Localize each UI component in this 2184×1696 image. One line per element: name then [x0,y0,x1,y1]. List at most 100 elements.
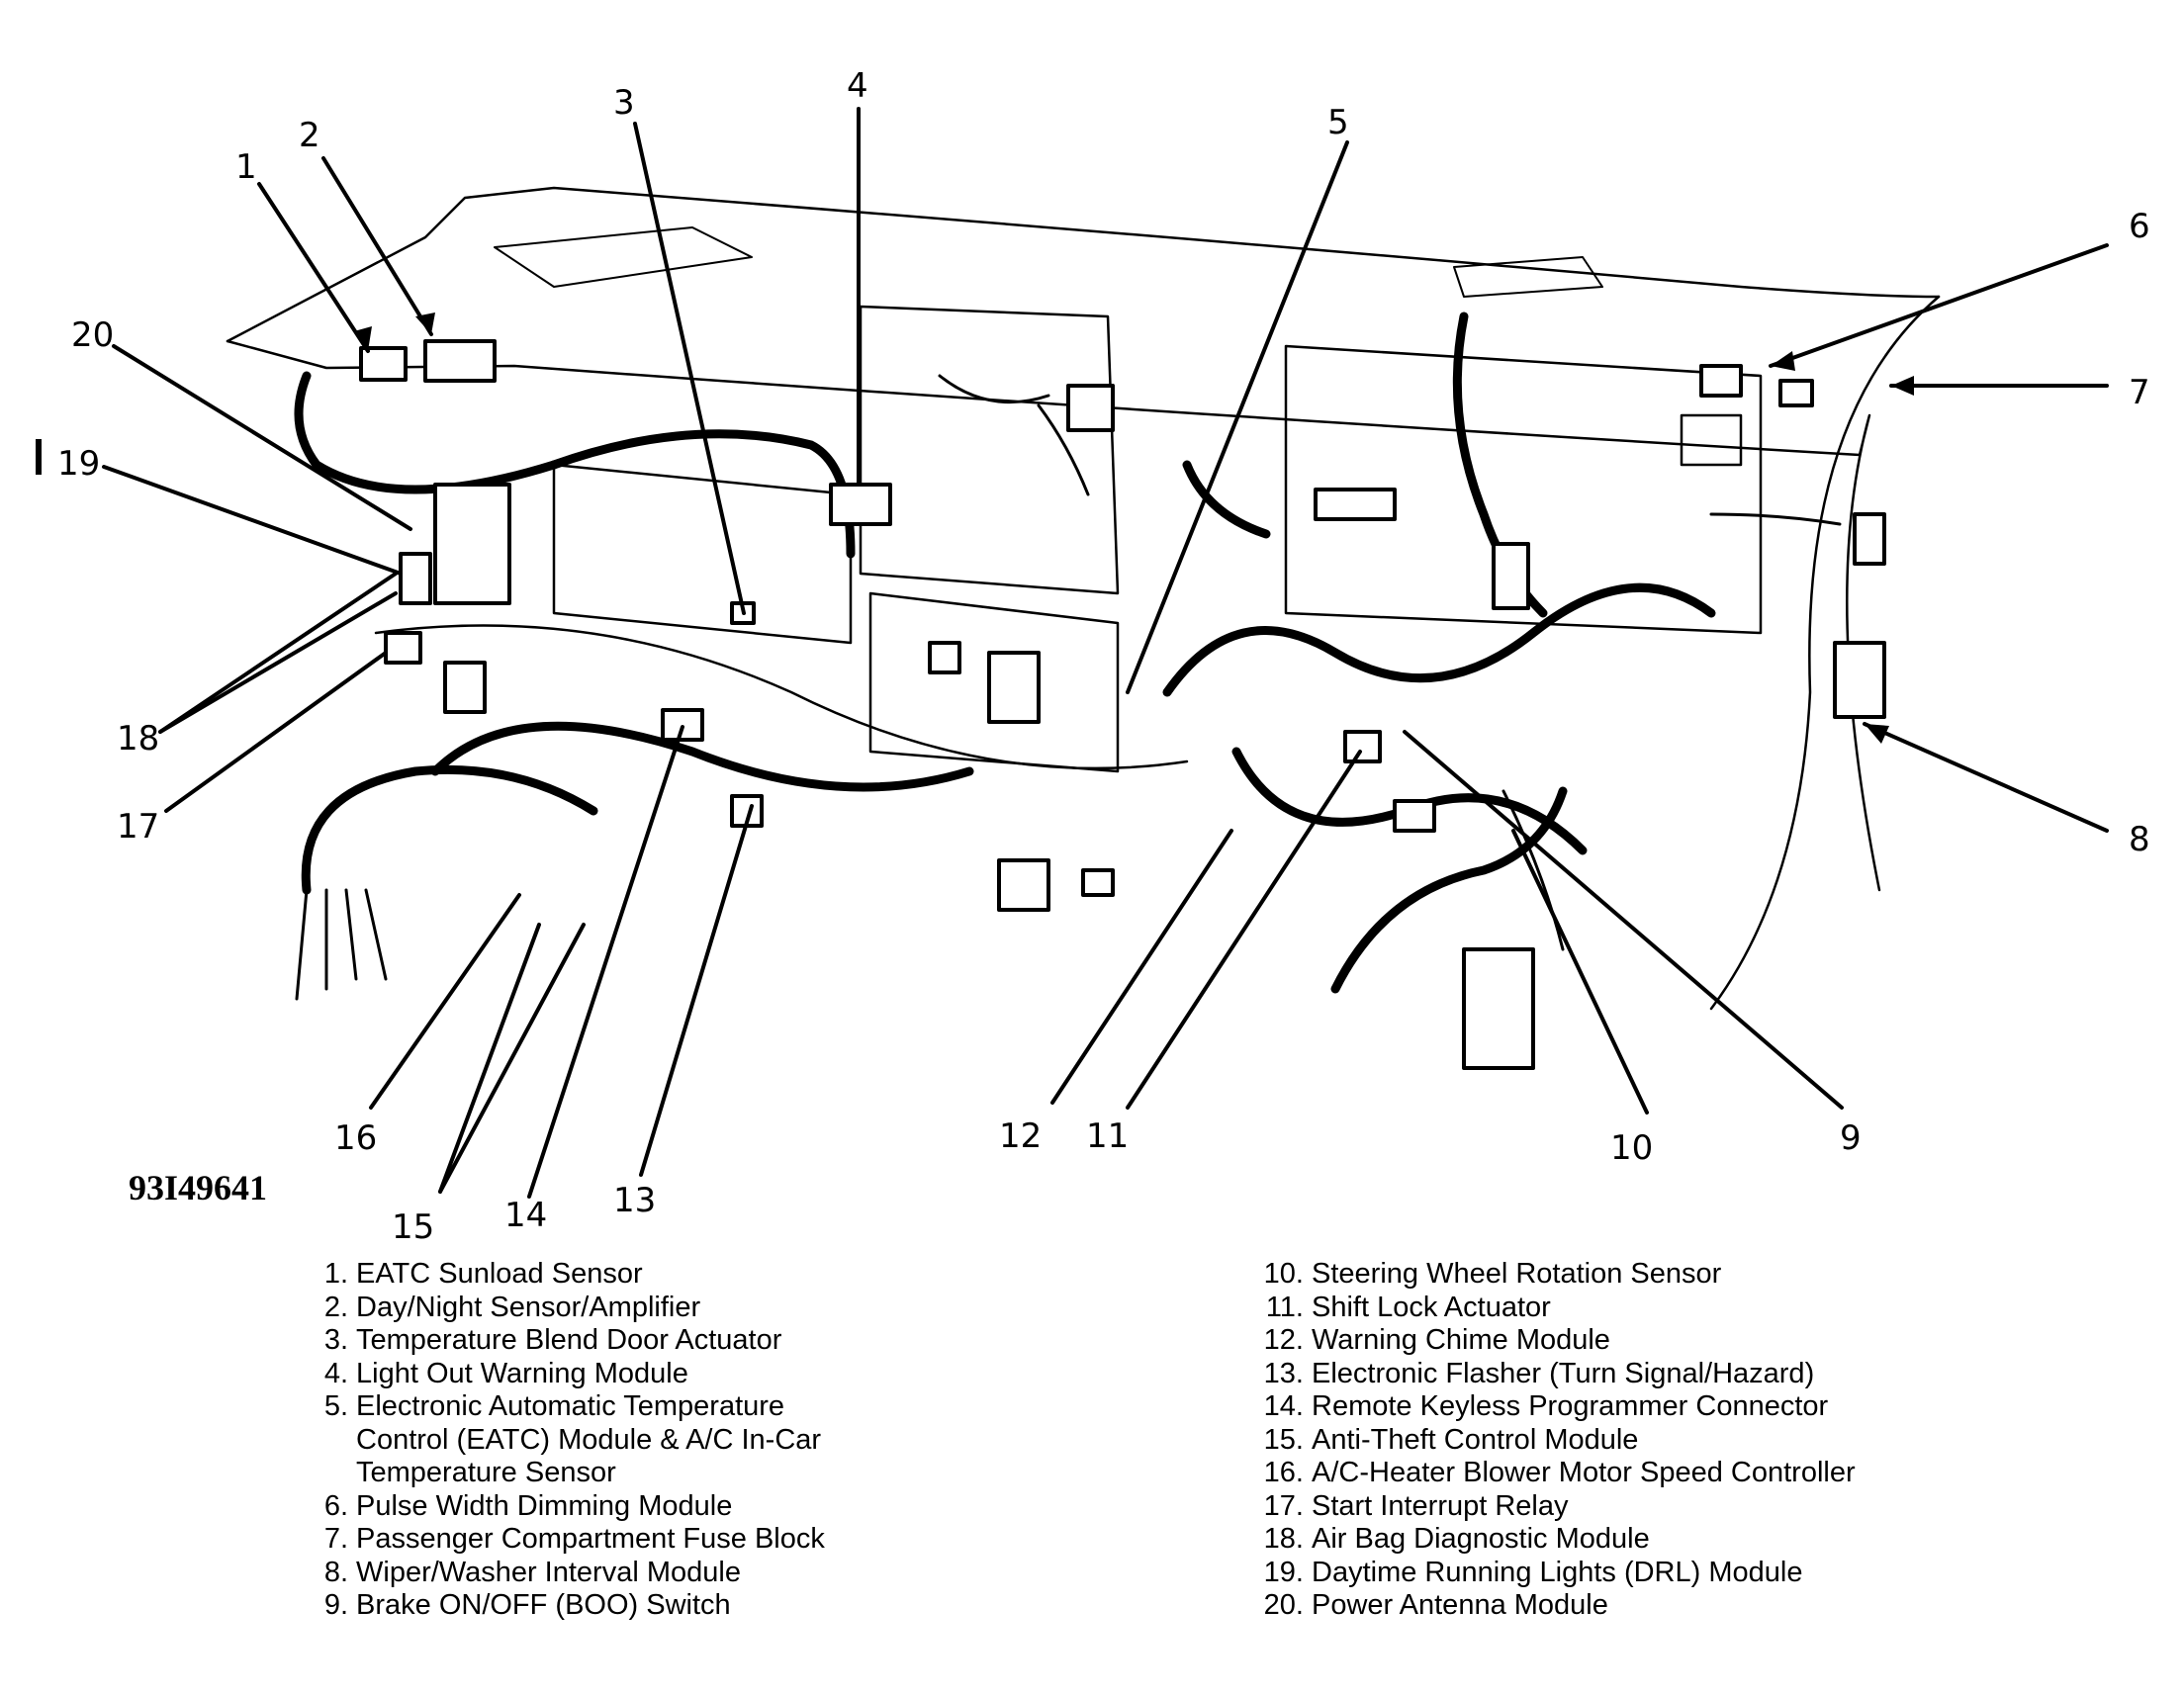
callout-14: 14 [504,1196,547,1235]
legend-item-number: 1. [323,1258,348,1290]
legend-item-number: 14. [1263,1390,1304,1422]
legend-item: 11.Shift Lock Actuator [1254,1292,1856,1325]
legend-item-label: Shift Lock Actuator [1312,1291,1551,1323]
legend-item: 5.Electronic Automatic Temperature Contr… [309,1390,825,1490]
legend-item-label: Daytime Running Lights (DRL) Module [1312,1556,1803,1588]
legend-item-label: Power Antenna Module [1312,1589,1608,1621]
legend-item-number: 8. [323,1556,348,1588]
legend-item: 15.Anti-Theft Control Module [1254,1424,1856,1458]
legend-item-number: 11. [1265,1291,1304,1323]
callout-5: 5 [1327,103,1349,142]
legend-item-number: 4. [323,1357,348,1389]
leader-line-2 [321,156,433,336]
callout-8: 8 [2129,820,2150,859]
callout-numbers: 1 2 3 4 5 6 7 8 9 10 11 12 13 14 15 16 1… [57,66,2150,1246]
callout-17: 17 [117,807,159,847]
legend-item-label: Temperature Blend Door Actuator [356,1324,782,1356]
callout-10: 10 [1610,1128,1653,1168]
legend-item-label: Day/Night Sensor/Amplifier [356,1291,701,1323]
callout-7: 7 [2129,373,2150,412]
leader-line-11 [1126,750,1362,1110]
leader-line-17 [164,651,388,813]
legend-item-label: Anti-Theft Control Module [1312,1423,1639,1456]
legend-item: 3.Temperature Blend Door Actuator [309,1324,825,1358]
legend-item-label: Electronic Automatic Temperature Control… [356,1390,822,1488]
legend-item-number: 18. [1263,1523,1304,1555]
legend-item: 16. A/C-Heater Blower Motor Speed Control… [1254,1457,1856,1490]
leader-line-15b [438,923,586,1194]
leader-line-18b [158,591,398,734]
legend-item: 8.Wiper/Washer Interval Module [309,1557,825,1590]
component-locator-drawing: 1 2 3 4 5 6 7 8 9 10 11 12 13 14 15 16 1… [36,66,2150,1246]
legend-item-label: Wiper/Washer Interval Module [356,1556,741,1588]
callout-6: 6 [2129,207,2150,246]
legend-item-number: 7. [323,1523,348,1555]
callout-19-bar [36,439,42,475]
legend-item-number: 16. [1263,1457,1304,1488]
leader-line-19 [102,465,403,576]
callout-9: 9 [1840,1118,1862,1158]
legend-item-number: 12. [1263,1324,1304,1356]
callout-1: 1 [235,147,257,187]
legend-item-label: Passenger Compartment Fuse Block [356,1523,825,1555]
leader-line-20 [112,344,412,531]
legend-item-label: Brake ON/OFF (BOO) Switch [356,1589,731,1621]
legend-item: 19.Daytime Running Lights (DRL) Module [1254,1557,1856,1590]
callout-4: 4 [847,66,868,106]
legend-item-label: Pulse Width Dimming Module [356,1489,733,1522]
legend-item: 10.Steering Wheel Rotation Sensor [1254,1258,1856,1292]
wiring-harness-thin [295,374,1842,1001]
legend-item-number: 9. [323,1589,348,1621]
legend-item-label: Air Bag Diagnostic Module [1312,1523,1650,1555]
legend-item: 4.Light Out Warning Module [309,1358,825,1391]
legend-item: 1.EATC Sunload Sensor [309,1258,825,1292]
legend-item: 14.Remote Keyless Programmer Connector [1254,1390,1856,1424]
legend-item: 9.Brake ON/OFF (BOO) Switch [309,1589,825,1623]
leader-line-9 [1403,730,1844,1110]
leader-line-3 [633,122,746,615]
instrument-panel-outline [226,186,1941,1011]
leader-line-14 [527,725,684,1199]
legend-item: 6.Pulse Width Dimming Module [309,1490,825,1524]
callout-2: 2 [299,116,320,155]
legend-item-number: 3. [323,1324,348,1356]
leader-line-1 [257,182,370,353]
callout-13: 13 [613,1181,656,1220]
legend-item-number: 6. [323,1489,348,1522]
leader-line-18a [158,572,398,734]
legend-item: 2.Day/Night Sensor/Amplifier [309,1292,825,1325]
callout-3: 3 [613,83,635,123]
legend-item-label: Start Interrupt Relay [1312,1489,1569,1522]
leader-line-10 [1511,829,1649,1115]
leader-line-13 [639,804,754,1177]
legend-item: 17.Start Interrupt Relay [1254,1490,1856,1524]
callout-12: 12 [999,1116,1042,1156]
legend-item-number: 2. [323,1291,348,1323]
callout-11: 11 [1086,1116,1129,1156]
leader-lines [102,107,2109,1199]
legend-item-number: 15. [1263,1423,1304,1456]
leader-line-12 [1050,829,1233,1105]
legend-item-number: 20. [1263,1589,1304,1621]
arrowheads [354,312,1914,744]
component-blocks [359,339,1886,1070]
legend-item-label: Electronic Flasher (Turn Signal/Hazard) [1312,1357,1815,1389]
legend-item-number: 13. [1263,1357,1304,1389]
legend-item-label: A/C-Heater Blower Motor Speed Controller [1312,1457,1856,1488]
legend-item-label: Warning Chime Module [1312,1324,1610,1356]
legend-item-label: EATC Sunload Sensor [356,1258,643,1290]
leader-line-16 [369,893,521,1110]
legend-item: 20.Power Antenna Module [1254,1589,1856,1623]
leader-line-8 [1863,722,2109,833]
legend-item-label: Light Out Warning Module [356,1357,688,1389]
legend-item: 13.Electronic Flasher (Turn Signal/Hazar… [1254,1358,1856,1391]
legend-item-number: 5. [323,1390,348,1422]
callout-15: 15 [392,1207,434,1246]
legend-item-label: Steering Wheel Rotation Sensor [1312,1258,1722,1290]
legend-item: 7.Passenger Compartment Fuse Block [309,1523,825,1557]
legend-item: 18.Air Bag Diagnostic Module [1254,1523,1856,1557]
legend-item-number: 19. [1263,1556,1304,1588]
callout-16: 16 [334,1118,377,1158]
